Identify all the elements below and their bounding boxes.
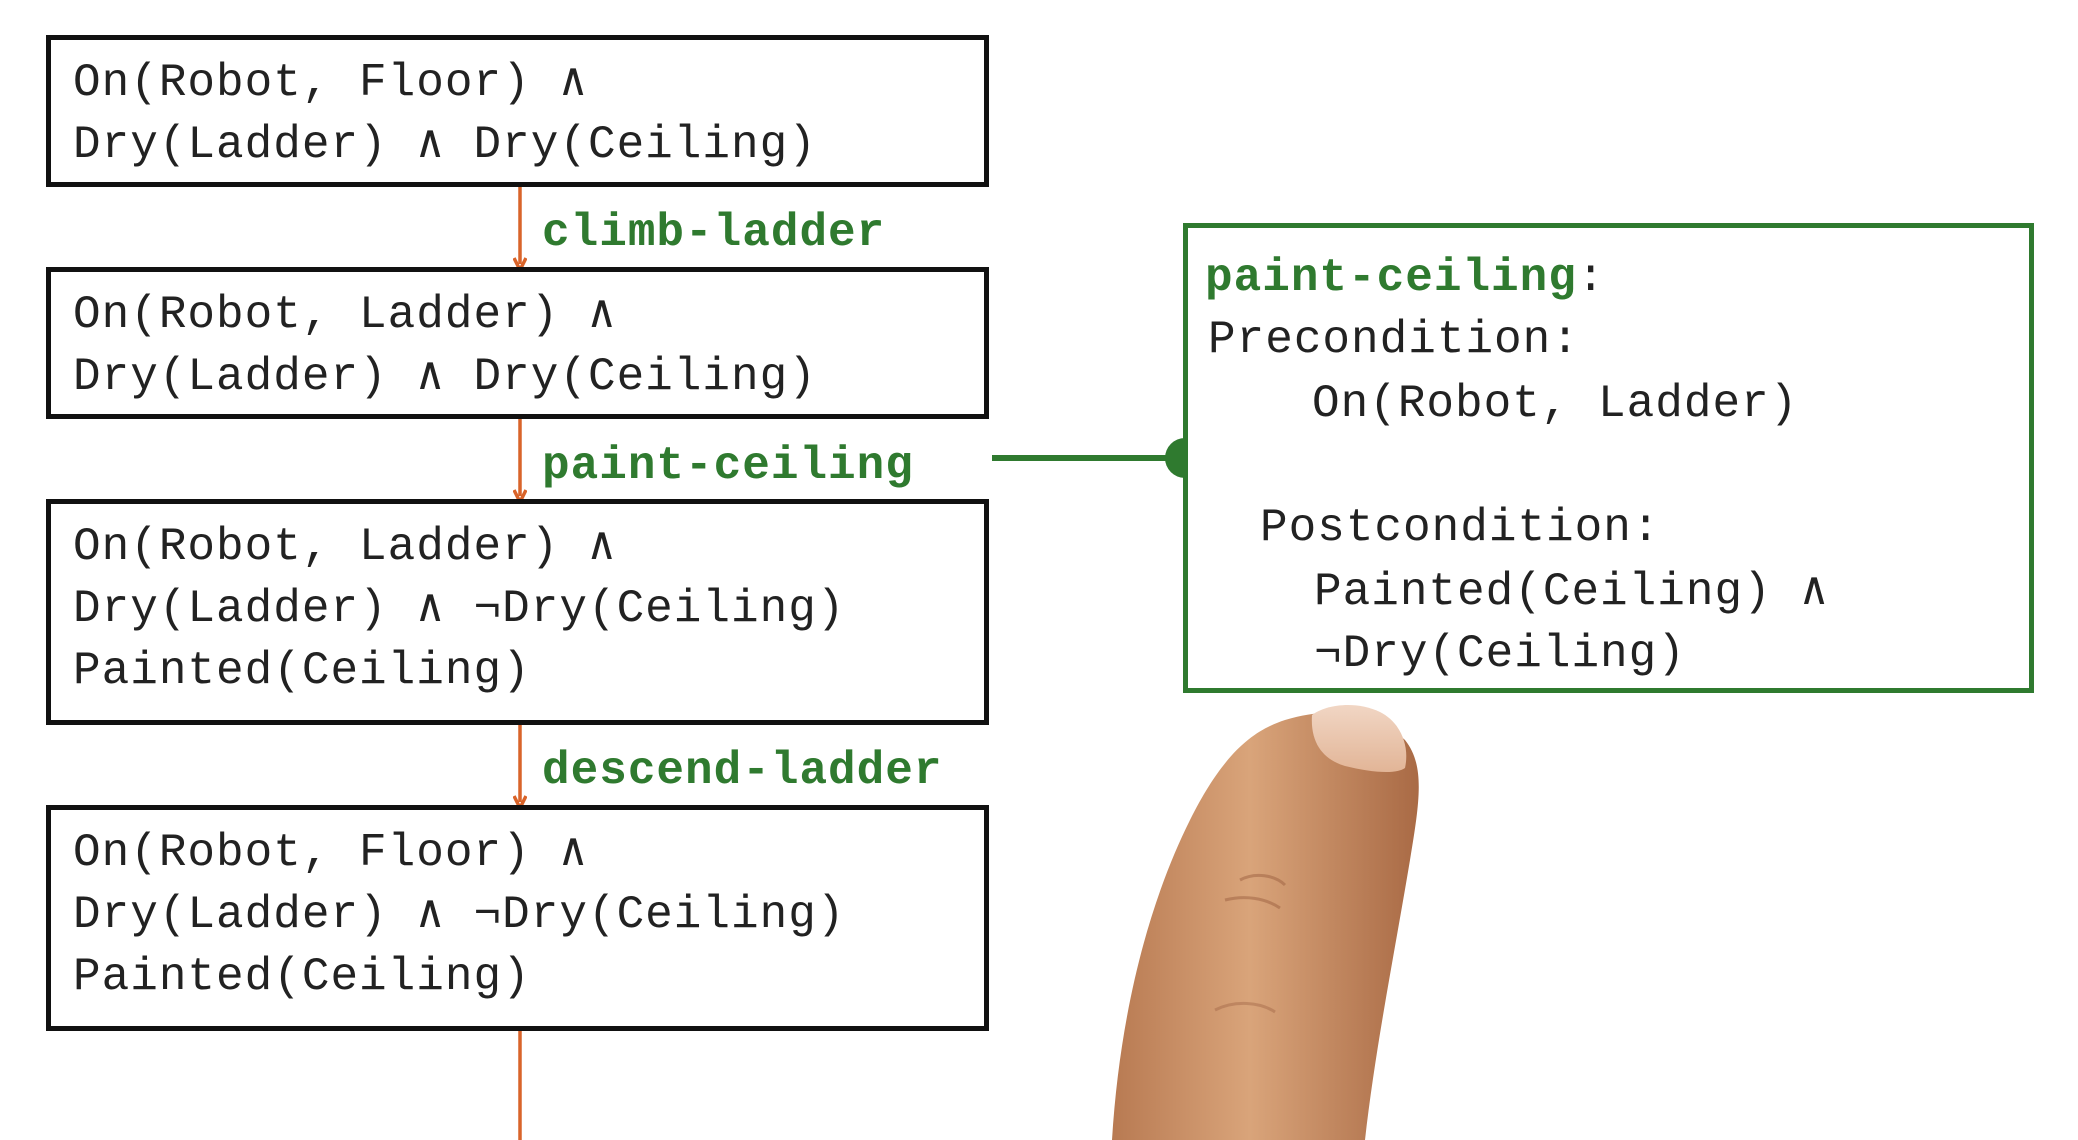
state-4-line-3: Painted(Ceiling) [73,951,531,1003]
detail-heading: paint-ceiling: [1205,250,1605,306]
postcondition-line-2: ¬Dry(Ceiling) [1314,628,1686,680]
action-label-paint-ceiling: paint-ceiling [542,440,914,492]
state-2-line-2: Dry(Ladder) ∧ Dry(Ceiling) [73,351,817,403]
postcondition-line-1: Painted(Ceiling) ∧ [1314,566,1829,618]
detail-title: paint-ceiling [1205,252,1577,304]
state-box-4: On(Robot, Floor) ∧ Dry(Ladder) ∧ ¬Dry(Ce… [46,805,989,1031]
precondition-value: On(Robot, Ladder) [1312,378,1799,430]
state-box-3: On(Robot, Ladder) ∧ Dry(Ladder) ∧ ¬Dry(C… [46,499,989,725]
state-3-line-1: On(Robot, Ladder) ∧ [73,521,617,573]
action-label-climb-ladder: climb-ladder [542,207,886,259]
state-4-line-1: On(Robot, Floor) ∧ [73,827,588,879]
state-box-1: On(Robot, Floor) ∧ Dry(Ladder) ∧ Dry(Cei… [46,35,989,187]
detail-title-colon: : [1576,252,1606,304]
postcondition-label: Postcondition: [1260,502,1661,554]
state-2-line-1: On(Robot, Ladder) ∧ [73,289,617,341]
state-1-line-1: On(Robot, Floor) ∧ [73,57,588,109]
action-detail-box: paint-ceiling: Precondition: On(Robot, L… [1183,223,2034,693]
state-4-line-2: Dry(Ladder) ∧ ¬Dry(Ceiling) [73,889,846,941]
precondition-label: Precondition: [1208,314,1580,366]
state-3-line-3: Painted(Ceiling) [73,645,531,697]
action-label-descend-ladder: descend-ladder [542,745,943,797]
state-1-line-2: Dry(Ladder) ∧ Dry(Ceiling) [73,119,817,171]
state-box-2: On(Robot, Ladder) ∧ Dry(Ladder) ∧ Dry(Ce… [46,267,989,419]
state-3-line-2: Dry(Ladder) ∧ ¬Dry(Ceiling) [73,583,846,635]
